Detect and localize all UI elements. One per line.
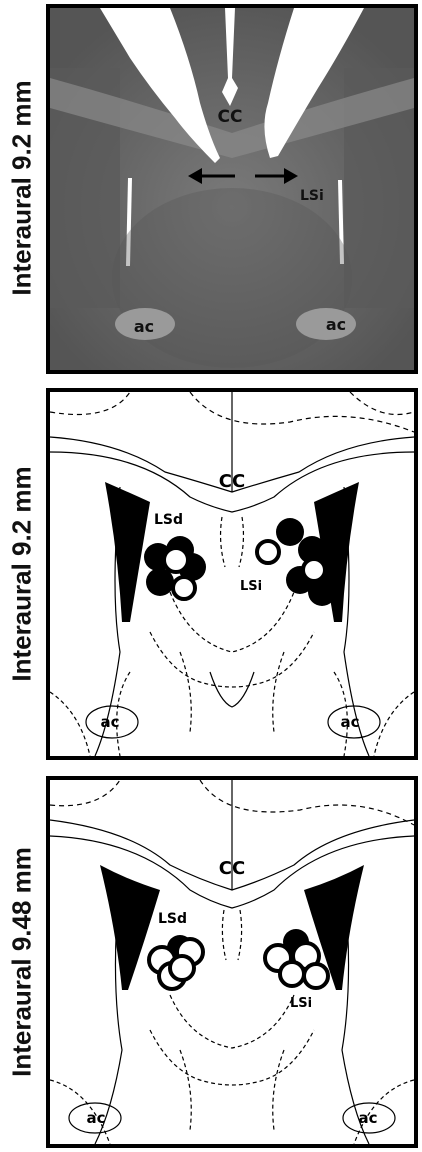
- cc-label: CC: [219, 858, 245, 879]
- atlas-diagram-9-48: CC LV LSd LSi ac ac: [50, 780, 414, 1144]
- ac-left-label: ac: [100, 713, 119, 731]
- panel-1-side-label: Interaural 9.2 mm: [0, 0, 44, 376]
- lsd-label: LSd: [154, 512, 183, 528]
- lv-label: LV: [312, 475, 329, 490]
- panel-2-side-label: Interaural 9.2 mm: [0, 384, 44, 764]
- panel-1-interaural-label: Interaural 9.2 mm: [7, 80, 38, 295]
- panel-2-interaural-label: Interaural 9.2 mm: [7, 466, 38, 681]
- photomicrograph: CC LSi ac ac: [50, 8, 414, 370]
- ac-right-label: ac: [340, 713, 359, 731]
- panel-photo: Interaural 9.2 mm: [0, 0, 422, 376]
- lsd-site-cluster: [144, 536, 206, 599]
- lsd-label: LSd: [158, 911, 187, 927]
- lv-left: [105, 482, 150, 622]
- panel-3-side-label: Interaural 9.48 mm: [0, 772, 44, 1152]
- lsi-label: LSi: [290, 996, 312, 1011]
- photo-frame: CC LSi ac ac: [46, 4, 418, 374]
- lsd-site-cluster: [149, 935, 203, 989]
- ac-left-label: ac: [134, 317, 154, 336]
- lv-left: [100, 865, 160, 990]
- ac-left-label: ac: [86, 1109, 105, 1127]
- panel-3-interaural-label: Interaural 9.48 mm: [7, 847, 38, 1077]
- lsi-site-cluster: [265, 929, 328, 988]
- cc-label: CC: [219, 471, 245, 492]
- atlas-frame-9-2: CC LV LSd LSi ac ac: [46, 388, 418, 760]
- lv-label: LV: [308, 863, 325, 878]
- atlas-frame-9-48: CC LV LSd LSi ac ac: [46, 776, 418, 1148]
- cc-label: CC: [218, 107, 243, 127]
- ac-right-label: ac: [326, 315, 346, 334]
- lsi-label: LSi: [300, 188, 324, 204]
- panel-atlas-9-48: Interaural 9.48 mm: [0, 772, 422, 1152]
- ac-right-label: ac: [358, 1109, 377, 1127]
- panel-atlas-9-2: Interaural 9.2 mm: [0, 384, 422, 764]
- atlas-diagram-9-2: CC LV LSd LSi ac ac: [50, 392, 414, 756]
- lsi-label: LSi: [240, 579, 262, 594]
